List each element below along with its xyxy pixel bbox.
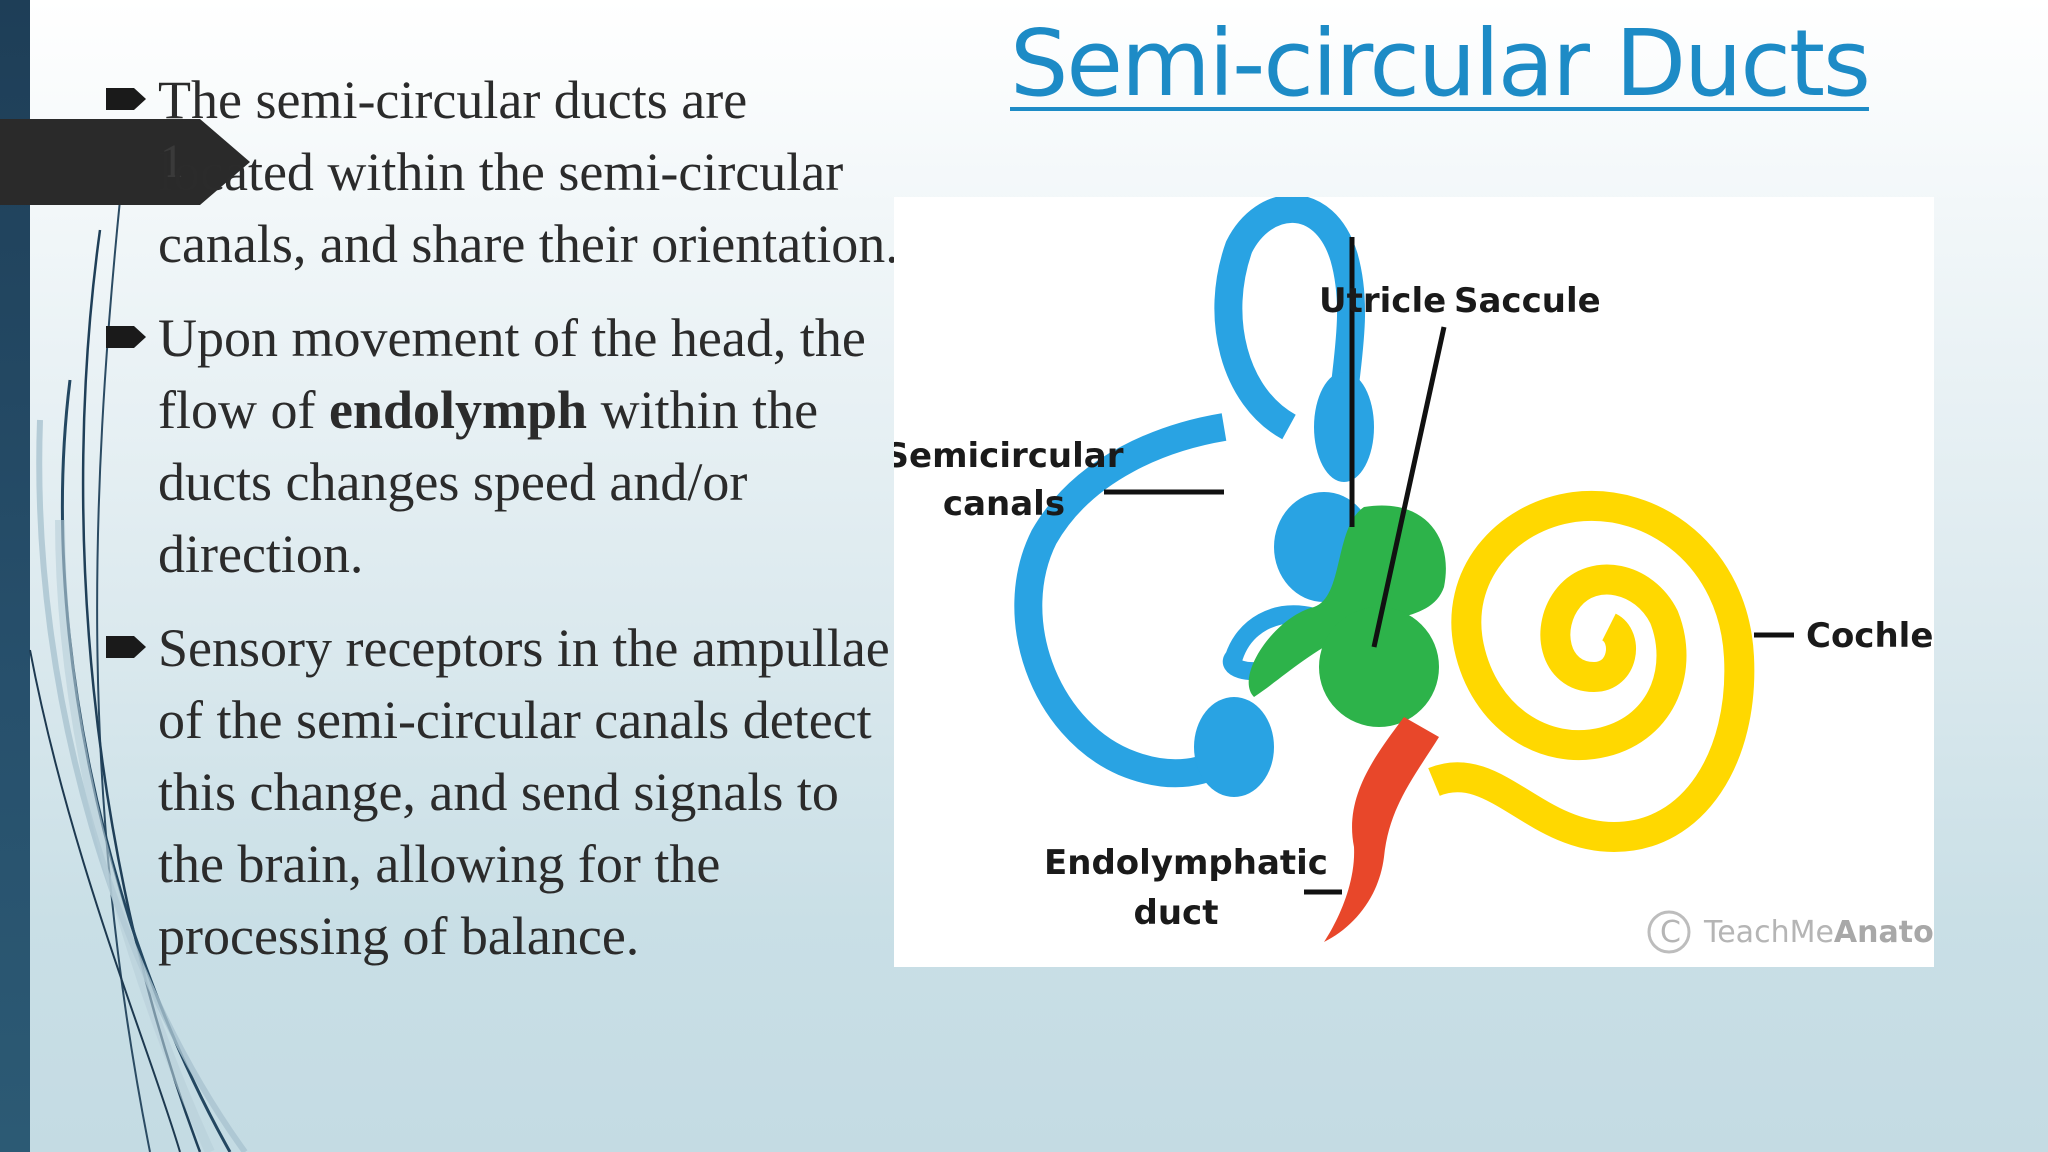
bullet-text: The semi-circular ducts are located with… — [158, 70, 899, 274]
slide-number-tab: 1 — [0, 119, 250, 205]
watermark-brand-light: TeachMe — [1703, 915, 1834, 950]
teachmeanatomy-watermark: C TeachMeAnatomy — [1647, 910, 1934, 954]
inner-ear-illustration: Utricle Saccule Semicircular canals Coch… — [894, 197, 1934, 954]
bullet-item: Upon movement of the head, the flow of e… — [100, 302, 900, 590]
label-semicircular-canals-line1: Semicircular — [894, 436, 1124, 476]
bullet-text: Upon movement of the head, the flow of — [158, 308, 866, 440]
label-cochlea: Cochlea — [1806, 616, 1934, 656]
pointing-arrow-bullet-icon — [106, 88, 146, 110]
endolymphatic-duct-shape — [1324, 717, 1439, 942]
watermark-brand-bold: Anatomy — [1834, 915, 1934, 950]
slide-title: Semi-circular Ducts — [1010, 10, 1871, 117]
copyright-icon — [1647, 910, 1691, 954]
bullet-bold-term: endolymph — [328, 380, 588, 440]
label-endolymphatic-duct-line1: Endolymphatic — [1044, 843, 1328, 883]
copyright-symbol: C — [1660, 915, 1681, 950]
bullet-text: Sensory receptors in the ampullae of the… — [158, 618, 890, 966]
semicircular-canals-shape — [1014, 197, 1366, 788]
label-saccule: Saccule — [1454, 281, 1601, 321]
label-endolymphatic-duct-line2: duct — [1134, 893, 1219, 933]
bullet-item: The semi-circular ducts are located with… — [100, 64, 900, 280]
bullet-list: The semi-circular ducts are located with… — [100, 64, 900, 994]
label-semicircular-canals-line2: canals — [943, 484, 1065, 524]
bullet-text: within the ducts changes speed and/or di… — [158, 380, 819, 584]
slide-number: 1 — [160, 135, 184, 188]
leader-lines — [1104, 237, 1794, 895]
saccule-shape — [1319, 607, 1439, 727]
ampulla-shape — [1194, 697, 1274, 797]
inner-ear-diagram: Utricle Saccule Semicircular canals Coch… — [894, 197, 1934, 967]
cochlea-shape — [1428, 490, 1755, 853]
label-utricle: Utricle — [1319, 281, 1446, 321]
pointing-arrow-bullet-icon — [106, 326, 146, 348]
bullet-item: Sensory receptors in the ampullae of the… — [100, 612, 900, 972]
ampulla-shape — [1314, 372, 1374, 482]
svg-text:TeachMeAnatomy: TeachMeAnatomy — [1703, 915, 1934, 950]
pointing-arrow-bullet-icon — [106, 636, 146, 658]
